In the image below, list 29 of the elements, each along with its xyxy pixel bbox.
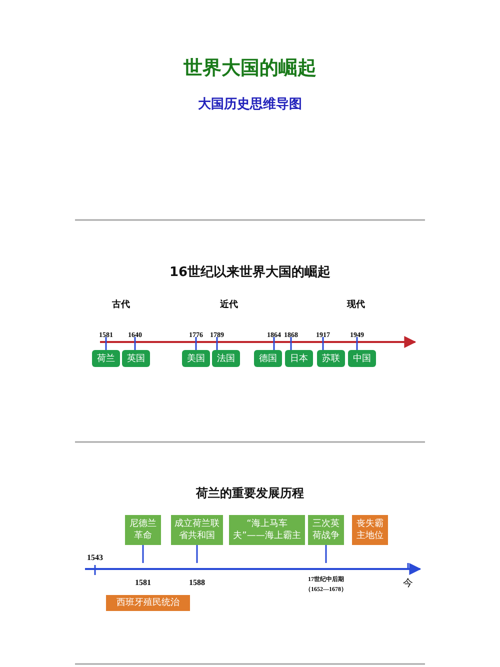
event-box: 丧失霸主地位 (352, 515, 388, 545)
year-label: 1581 (135, 578, 151, 587)
connector-line (196, 545, 198, 563)
era-label: 现代 (347, 298, 365, 311)
year-label: 1543 (87, 553, 103, 562)
era-label: 古代 (112, 298, 130, 311)
event-box: 法国 (212, 350, 240, 367)
subtitle: 大国历史思维导图 (198, 96, 302, 113)
event-box: 荷兰 (92, 350, 120, 367)
event-box: 英国 (122, 350, 150, 367)
section-heading: 荷兰的重要发展历程 (196, 485, 304, 502)
event-box: 尼德兰革命 (125, 515, 161, 545)
event-box: “海上马车夫”——海上霸主 (229, 515, 305, 545)
event-box: 西班牙殖民统治 (106, 595, 190, 611)
title: 世界大国的崛起 (184, 56, 316, 81)
era-label: 近代 (220, 298, 238, 311)
event-box: 苏联 (317, 350, 345, 367)
section-heading: 16世纪以来世界大国的崛起 (169, 264, 331, 281)
year-label: 1588 (189, 578, 205, 587)
event-box: 中国 (348, 350, 376, 367)
event-box: 日本 (285, 350, 313, 367)
connector-line (325, 545, 327, 563)
event-box: 美国 (182, 350, 210, 367)
event-box: 成立荷兰联省共和国 (171, 515, 223, 545)
connector-line (142, 545, 144, 563)
year-label: 今 (403, 577, 413, 590)
event-box: 三次英荷战争 (308, 515, 344, 545)
timeline-axis (85, 563, 422, 575)
event-box: 德国 (254, 350, 282, 367)
